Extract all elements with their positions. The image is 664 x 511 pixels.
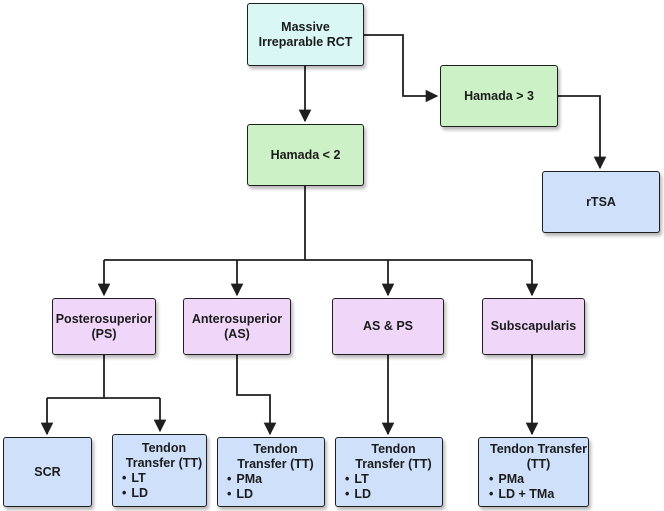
node-scr: SCR — [3, 437, 92, 507]
tt-ps-muscle-list: LT LD — [122, 471, 148, 501]
node-sub-label: Subscapularis — [490, 319, 577, 333]
node-root-line-1: Massive — [281, 19, 330, 34]
node-ps-line-1: Posterosuperior — [55, 311, 153, 326]
node-hamada-greater-3: Hamada > 3 — [440, 65, 558, 127]
node-scr-label: SCR — [34, 464, 61, 479]
tt-as-line-1: Tendon — [253, 442, 298, 456]
tt-asps-line-1: Tendon — [371, 442, 416, 456]
node-asps-label: AS & PS — [362, 319, 413, 333]
node-tendon-transfer-sub: Tendon Transfer (TT) PMa LD + TMa — [478, 437, 589, 507]
tt-asps-line-2: Transfer (TT) — [355, 457, 432, 471]
node-posterosuperior: Posterosuperior (PS) — [52, 298, 156, 355]
node-hamada-low-label: Hamada < 2 — [270, 147, 341, 162]
node-anterosuperior: Anterosuperior (AS) — [183, 298, 291, 355]
node-root-line-2: Irreparable RCT — [258, 34, 353, 49]
node-rtsa: rTSA — [542, 171, 660, 233]
tt-ps-line-2: Transfer (TT) — [125, 455, 203, 470]
node-rtsa-label: rTSA — [586, 194, 616, 209]
node-as-and-ps: AS & PS — [332, 298, 444, 355]
arrow-root-to-hamada-high — [364, 34, 439, 103]
tt-as-muscle-list: PMa LD — [227, 472, 262, 502]
node-massive-irreparable-rct: Massive Irreparable RCT — [247, 3, 364, 66]
tt-asps-muscle-list: LT LD — [345, 472, 371, 502]
arrow-as-to-tt — [236, 355, 277, 436]
tt-sub-line-2: (TT) — [526, 457, 551, 471]
tt-sub-line-1: Tendon Transfer — [489, 442, 587, 456]
node-tendon-transfer-ps: Tendon Transfer (TT) LT LD — [112, 434, 207, 507]
tt-ps-line-1: Tendon — [141, 440, 187, 455]
tt-sub-item-1: PMa — [489, 472, 554, 487]
tt-as-line-2: Transfer (TT) — [237, 457, 314, 471]
node-as-line-1: Anterosuperior — [191, 311, 283, 326]
node-as-line-2: (AS) — [224, 326, 250, 341]
tt-ps-item-1: LT — [122, 471, 148, 486]
node-tendon-transfer-as: Tendon Transfer (TT) PMa LD — [217, 437, 325, 507]
tt-sub-muscle-list: PMa LD + TMa — [489, 472, 554, 502]
arrow-hamada-high-to-rtsa — [558, 95, 607, 170]
tt-sub-item-2: LD + TMa — [489, 487, 554, 502]
tt-asps-item-1: LT — [345, 472, 371, 487]
node-ps-line-2: (PS) — [91, 326, 117, 341]
tt-ps-item-2: LD — [122, 486, 148, 501]
node-hamada-less-2: Hamada < 2 — [247, 124, 364, 186]
tt-as-item-2: LD — [227, 487, 262, 502]
node-subscapularis: Subscapularis — [482, 298, 585, 355]
tt-as-item-1: PMa — [227, 472, 262, 487]
node-tendon-transfer-as-ps: Tendon Transfer (TT) LT LD — [335, 437, 443, 507]
tt-asps-item-2: LD — [345, 487, 371, 502]
node-hamada-high-label: Hamada > 3 — [464, 88, 534, 103]
